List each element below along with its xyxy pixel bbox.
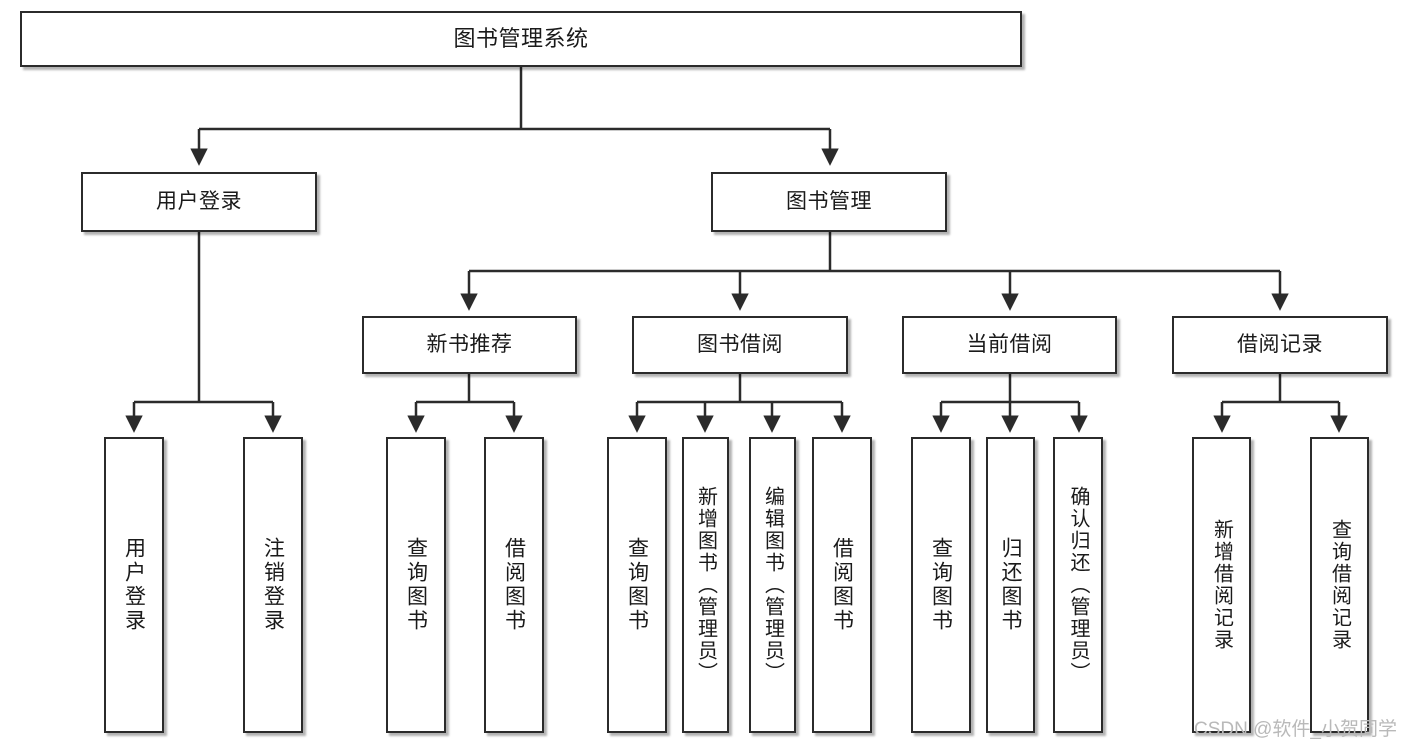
node-label: 编辑图书（管理员） <box>761 486 784 684</box>
node-book-manage[interactable]: 图书管理 <box>711 172 947 232</box>
node-leaf-query-book-2[interactable]: 查询图书 <box>607 437 667 733</box>
node-leaf-add-record[interactable]: 新增借阅记录 <box>1192 437 1251 733</box>
node-label: 注销登录 <box>261 537 285 633</box>
node-leaf-borrow-book-1[interactable]: 借阅图书 <box>484 437 544 733</box>
node-label: 借阅记录 <box>1237 332 1323 356</box>
node-leaf-return-book[interactable]: 归还图书 <box>986 437 1035 733</box>
node-leaf-query-book-3[interactable]: 查询图书 <box>911 437 971 733</box>
csdn-watermark: CSDN @软件_小贺同学 <box>1194 719 1397 740</box>
node-label: 新书推荐 <box>426 332 513 356</box>
node-label: 图书管理 <box>786 189 872 213</box>
node-label: 用户登录 <box>122 537 146 633</box>
node-label: 归还图书 <box>999 537 1022 633</box>
node-book-borrow[interactable]: 图书借阅 <box>632 316 848 374</box>
node-leaf-add-book[interactable]: 新增图书（管理员） <box>682 437 729 733</box>
node-leaf-edit-book[interactable]: 编辑图书（管理员） <box>749 437 796 733</box>
node-leaf-user-logout[interactable]: 注销登录 <box>243 437 303 733</box>
node-label: 借阅图书 <box>830 537 854 633</box>
node-leaf-query-record[interactable]: 查询借阅记录 <box>1310 437 1369 733</box>
node-leaf-borrow-book-2[interactable]: 借阅图书 <box>812 437 872 733</box>
node-leaf-user-login[interactable]: 用户登录 <box>104 437 164 733</box>
node-label: 当前借阅 <box>966 332 1053 356</box>
node-current-borrow[interactable]: 当前借阅 <box>902 316 1117 374</box>
node-label: 确认归还（管理员） <box>1067 486 1089 684</box>
node-new-book-recommend[interactable]: 新书推荐 <box>362 316 577 374</box>
node-label: 新增借阅记录 <box>1210 519 1233 651</box>
node-borrow-record[interactable]: 借阅记录 <box>1172 316 1388 374</box>
node-label: 查询借阅记录 <box>1328 519 1351 651</box>
node-leaf-query-book-1[interactable]: 查询图书 <box>386 437 446 733</box>
node-label: 用户登录 <box>156 189 242 213</box>
node-label: 图书借阅 <box>697 332 783 356</box>
node-label: 查询图书 <box>625 537 649 633</box>
node-label: 查询图书 <box>929 537 953 633</box>
node-label: 查询图书 <box>404 537 428 633</box>
node-leaf-confirm-return[interactable]: 确认归还（管理员） <box>1053 437 1103 733</box>
node-user-login[interactable]: 用户登录 <box>81 172 317 232</box>
node-label: 新增图书（管理员） <box>694 486 717 684</box>
node-label: 图书管理系统 <box>453 26 589 52</box>
node-label: 借阅图书 <box>502 537 526 633</box>
node-book-management-system[interactable]: 图书管理系统 <box>20 11 1022 67</box>
